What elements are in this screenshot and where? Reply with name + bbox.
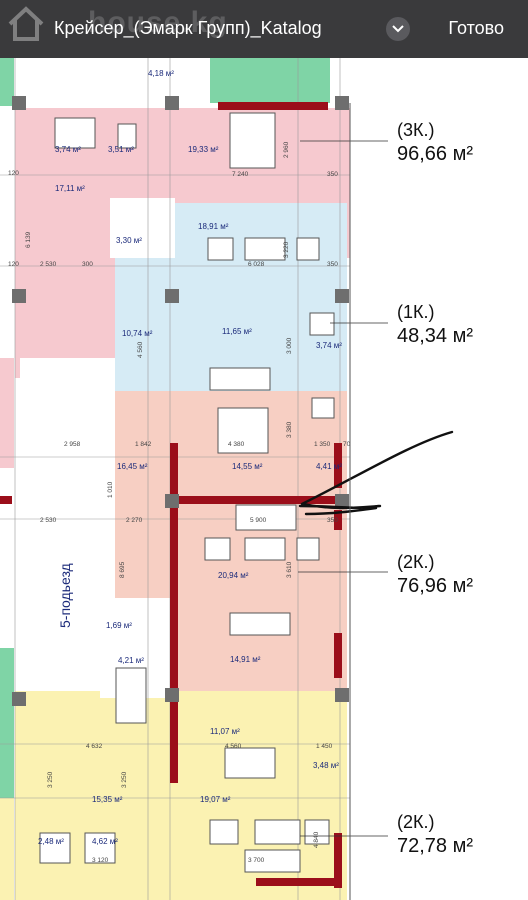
svg-text:19,07 м²: 19,07 м² [200,795,231,804]
svg-text:3,74 м²: 3,74 м² [316,341,342,350]
svg-text:1,69 м²: 1,69 м² [106,621,132,630]
svg-text:3 220: 3 220 [283,241,290,258]
svg-text:4 380: 4 380 [228,441,245,448]
svg-text:3 700: 3 700 [248,857,265,864]
svg-text:350: 350 [327,171,338,178]
svg-text:19,33 м²: 19,33 м² [188,145,219,154]
svg-text:14,91 м²: 14,91 м² [230,655,261,664]
house-logo-icon [8,6,44,41]
svg-text:350: 350 [327,517,338,524]
svg-text:2 530: 2 530 [40,517,57,524]
svg-text:4,18 м²: 4,18 м² [148,69,174,78]
svg-text:3 120: 3 120 [92,857,109,864]
svg-text:2 958: 2 958 [64,441,81,448]
svg-text:6 028: 6 028 [248,261,265,268]
svg-text:11,65 м²: 11,65 м² [222,327,252,336]
svg-text:15,35 м²: 15,35 м² [92,795,123,804]
svg-text:2,48 м²: 2,48 м² [38,837,64,846]
svg-text:4,62 м²: 4,62 м² [92,837,118,846]
svg-text:3,30 м²: 3,30 м² [116,236,142,245]
svg-text:16,45 м²: 16,45 м² [117,462,148,471]
svg-text:3,74 м²: 3,74 м² [55,145,81,154]
svg-text:3 250: 3 250 [47,771,54,788]
svg-text:120: 120 [8,261,19,268]
svg-text:3 000: 3 000 [286,337,293,354]
svg-text:18,91 м²: 18,91 м² [198,222,229,231]
top-bar: house.kg Крейсер_(Эмарк Групп)_Katalog Г… [0,0,528,58]
svg-text:10,74 м²: 10,74 м² [122,329,153,338]
svg-text:6 139: 6 139 [25,231,32,248]
svg-text:11,07 м²: 11,07 м² [210,727,240,736]
svg-text:3 380: 3 380 [286,421,293,438]
apartment-label-1k: (1К.) 48,34 м² [397,302,474,347]
svg-text:4,21 м²: 4,21 м² [118,656,144,665]
floor-plan[interactable]: 4,18 м² 3,74 м² 3,51 м² 19,33 м² 17,11 м… [0,58,528,900]
svg-text:2 530: 2 530 [40,261,57,268]
svg-text:17,11 м²: 17,11 м² [55,184,85,193]
svg-text:3 250: 3 250 [121,771,128,788]
svg-text:2 270: 2 270 [126,517,143,524]
svg-text:350: 350 [327,261,338,268]
svg-text:300: 300 [82,261,93,268]
title-menu-button[interactable] [386,17,410,41]
svg-text:1 010: 1 010 [107,481,114,498]
svg-text:120: 120 [8,170,19,177]
entrance-label: 5-подьезд [57,563,73,628]
svg-text:1 842: 1 842 [135,441,152,448]
done-button[interactable]: Готово [448,18,504,38]
svg-text:4 840: 4 840 [313,831,320,848]
svg-text:4 632: 4 632 [86,743,103,750]
svg-text:4 560: 4 560 [137,341,144,358]
apartment-label-2k-b: (2К.) 72,78 м² [397,812,474,857]
svg-text:1 450: 1 450 [316,743,333,750]
svg-text:70: 70 [343,441,351,448]
svg-text:4 560: 4 560 [225,743,242,750]
svg-text:3,48 м²: 3,48 м² [313,761,339,770]
apartment-label-2k-a: (2К.) 76,96 м² [397,552,474,597]
svg-text:7 240: 7 240 [232,171,249,178]
svg-text:1 350: 1 350 [314,441,331,448]
svg-text:3,51 м²: 3,51 м² [108,145,134,154]
svg-text:4,41 м²: 4,41 м² [316,462,342,471]
walls [0,102,342,888]
handwritten-arrow-annotation [298,430,454,516]
svg-text:5 900: 5 900 [250,517,267,524]
document-title: Крейсер_(Эмарк Групп)_Katalog [54,18,322,38]
svg-text:20,94 м²: 20,94 м² [218,571,249,580]
svg-text:14,55 м²: 14,55 м² [232,462,263,471]
watermark: house.kg [88,6,228,39]
chevron-down-icon [392,25,404,33]
apartment-label-3k: (3К.) 96,66 м² [397,120,474,165]
svg-text:2 960: 2 960 [283,141,290,158]
svg-text:3 610: 3 610 [286,561,293,578]
svg-text:8 695: 8 695 [119,561,126,578]
